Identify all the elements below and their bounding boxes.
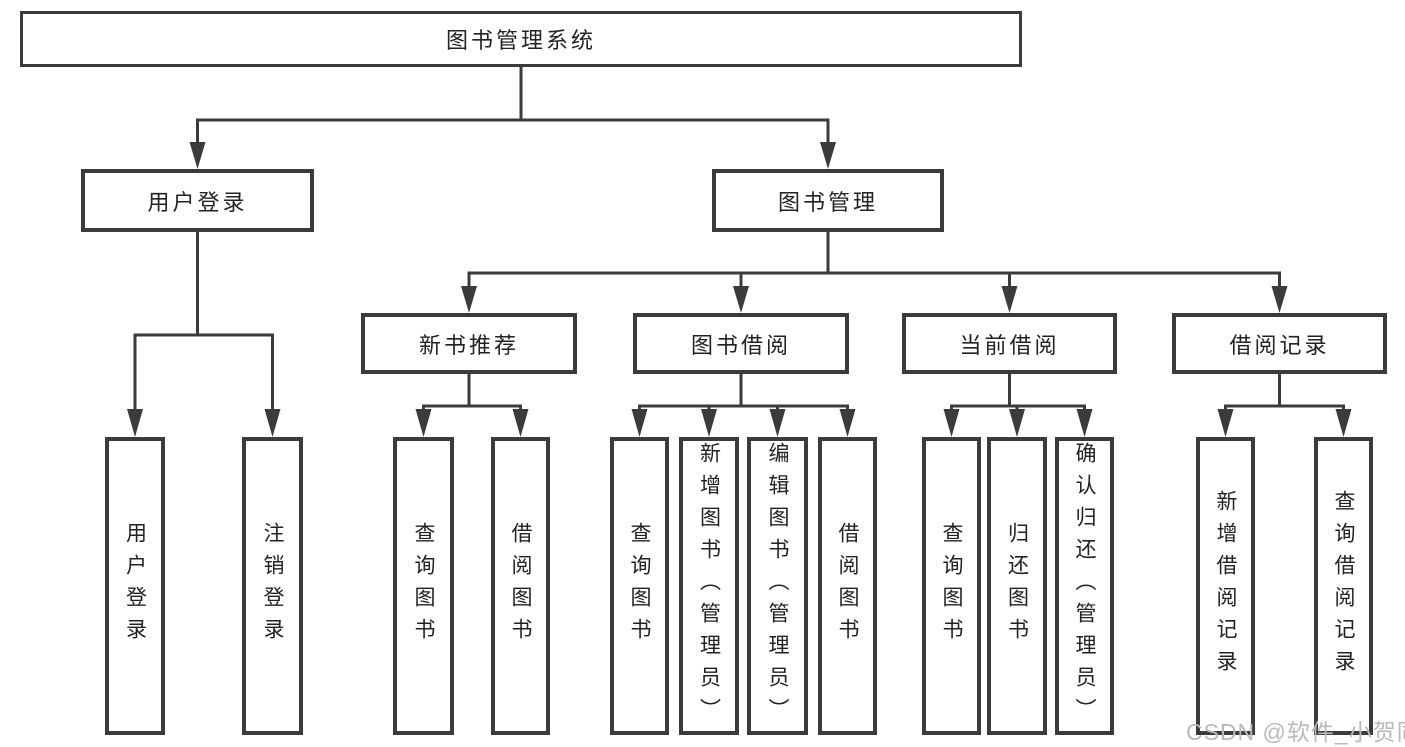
csdn-watermark: CSDN @软件_小贺同学 [1186, 719, 1405, 745]
node-borrow-records: 借阅记录 [1172, 313, 1387, 374]
leaf-add-borrow-record: 新增借阅记录 [1196, 437, 1255, 735]
leaf-query-books-1: 查询图书 [393, 437, 454, 735]
leaf-query-books-3: 查询图书 [922, 437, 981, 735]
node-book-borrow: 图书借阅 [633, 313, 849, 374]
leaf-return-books: 归还图书 [987, 437, 1047, 735]
leaf-borrow-books-2: 借阅图书 [818, 437, 877, 735]
node-current-borrow: 当前借阅 [902, 313, 1117, 374]
node-root: 图书管理系统 [20, 11, 1022, 67]
node-user-login: 用户登录 [81, 169, 314, 232]
leaf-add-books-admin: 新增图书（管理员） [679, 437, 739, 735]
leaf-logout: 注销登录 [242, 437, 303, 735]
leaf-confirm-return-admin: 确认归还（管理员） [1055, 437, 1114, 735]
leaf-borrow-books-1: 借阅图书 [491, 437, 550, 735]
node-new-book-recommend: 新书推荐 [361, 313, 577, 374]
leaf-edit-books-admin: 编辑图书（管理员） [747, 437, 808, 735]
leaf-user-login: 用户登录 [105, 437, 165, 735]
node-book-management: 图书管理 [712, 169, 944, 232]
leaf-query-books-2: 查询图书 [610, 437, 669, 735]
leaf-query-borrow-record: 查询借阅记录 [1314, 437, 1373, 735]
